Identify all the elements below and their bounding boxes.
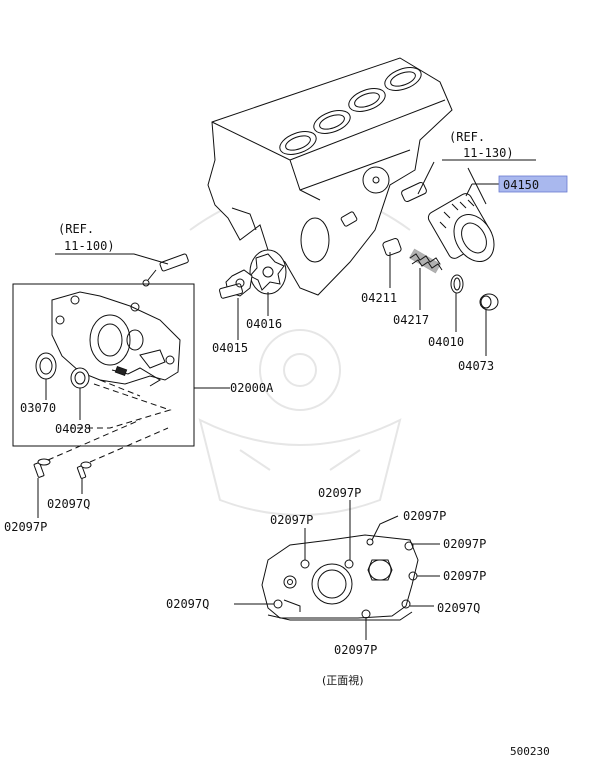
diagram-number: 500230: [510, 745, 550, 758]
highlight-04150: [498, 175, 568, 193]
part-label-04016[interactable]: 04016: [246, 317, 282, 331]
part-label-02097P-bottom[interactable]: 02097P: [334, 643, 377, 657]
part-label-04015[interactable]: 04015: [212, 341, 248, 355]
front-view-assembly: [261, 534, 419, 621]
outer-rotor: [249, 249, 287, 295]
pump-alignment-dash-2: [99, 379, 141, 397]
part-label-02097P-top[interactable]: 02097P: [318, 486, 361, 500]
part-label-03070[interactable]: 03070: [20, 401, 56, 415]
relief-plunger: [382, 238, 402, 256]
part-label-02097Q-left[interactable]: 02097Q: [47, 497, 90, 511]
ref-11-130-line2: 11-130): [463, 146, 514, 160]
part-label-04073[interactable]: 04073: [458, 359, 494, 373]
pump-alignment-dash: [70, 383, 172, 429]
ref-11-100-line2: 11-100): [64, 239, 115, 253]
part-label-04028[interactable]: 04028: [55, 422, 91, 436]
part-label-04211[interactable]: 04211: [361, 291, 397, 305]
oil-seal: [35, 352, 57, 380]
part-label-04010[interactable]: 04010: [428, 335, 464, 349]
part-label-02097P-upper-right[interactable]: 02097P: [403, 509, 446, 523]
part-label-02097P-right1[interactable]: 02097P: [443, 537, 486, 551]
front-view-caption: (正面視): [322, 673, 364, 687]
pressure-switch: [142, 253, 189, 287]
part-label-02097P-left[interactable]: 02097P: [4, 520, 47, 534]
part-label-04217[interactable]: 04217: [393, 313, 429, 327]
bolt-02097Q: [76, 461, 92, 479]
oil-filter: [427, 193, 495, 262]
ref-11-100-line1: (REF.: [58, 222, 94, 236]
part-label-02097Q-mid-right[interactable]: 02097Q: [437, 601, 480, 615]
part-label-02097P-right2[interactable]: 02097P: [443, 569, 486, 583]
ref-11-130-line1: (REF.: [449, 130, 485, 144]
plug: [479, 293, 499, 311]
dowel-pin: [401, 181, 427, 203]
inner-rotor: [219, 269, 253, 299]
part-label-02097P-upper-left[interactable]: 02097P: [270, 513, 313, 527]
labels: (REF. 11-130) 04150 (REF. 11-100) 04211 …: [4, 130, 568, 758]
part-label-02097Q-mid-left[interactable]: 02097Q: [166, 597, 209, 611]
part-label-04150[interactable]: 04150: [503, 178, 539, 192]
engine-block: [207, 57, 453, 296]
oil-pump-box: [12, 283, 195, 447]
gasket-ring: [450, 274, 464, 294]
o-ring-04028: [70, 367, 90, 389]
bolt-02097P: [33, 458, 51, 478]
leader-lines: [37, 159, 536, 640]
relief-spring: [408, 248, 443, 274]
part-label-02000A[interactable]: 02000A: [230, 381, 274, 395]
bolt-dash-lines: [47, 419, 169, 463]
